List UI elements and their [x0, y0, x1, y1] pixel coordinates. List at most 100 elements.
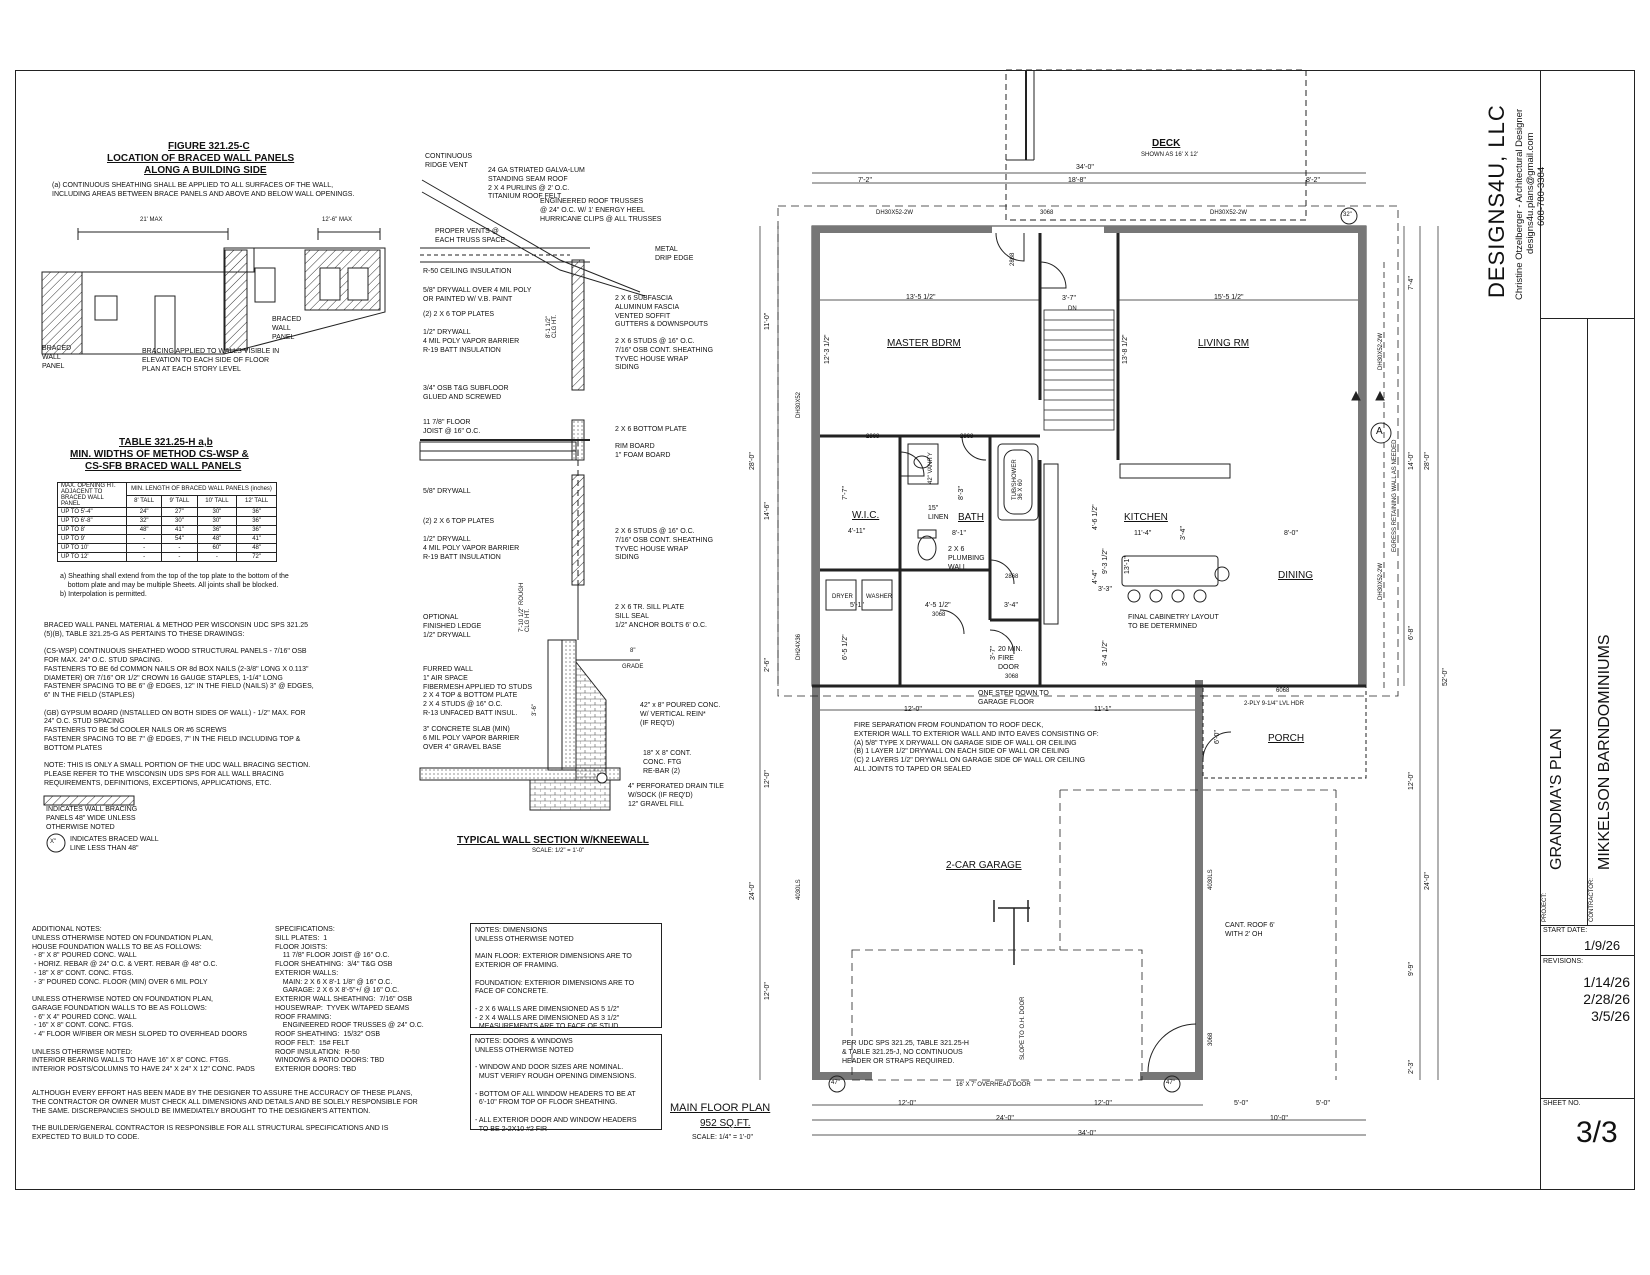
floor-plan-drawing	[43, 69, 1439, 1136]
table-title: TABLE 321.25-H a,b	[119, 437, 213, 448]
dim-bottom-10: 10'-0"	[1270, 1115, 1288, 1122]
lvl-header: 2-PLY 9-1/4" LVL HDR	[1244, 701, 1304, 707]
tb-divider-3	[1540, 955, 1635, 956]
door-tag-3068: 3068	[932, 612, 946, 618]
fire-separation-note: FIRE SEPARATION FROM FOUNDATION TO ROOF …	[854, 722, 1099, 773]
dim-left-12b: 12'-0"	[764, 982, 771, 1000]
ws-drain: 4" PERFORATED DRAIN TILE W/SOCK (IF REQ'…	[628, 783, 724, 808]
table-height-header: 12' TALL	[236, 494, 277, 508]
ws-clg-ht-upper: 8'-1 1/2" CLG HT.	[546, 314, 558, 338]
table-cell: 41"	[236, 534, 277, 544]
dim-bath-w: 8'-1"	[952, 530, 966, 537]
window-tag-right: DH30X52-2W	[1378, 332, 1384, 370]
table-cell: 30"	[161, 516, 198, 526]
bracing-notes: BRACED WALL PANEL MATERIAL & METHOD PER …	[44, 622, 314, 787]
table-row: UP TO 9'-54"48"41"	[57, 534, 277, 544]
dim-top-a: 7'-2"	[858, 177, 872, 184]
project-label: PROJECT:	[1542, 892, 1548, 922]
room-wic: W.I.C.	[852, 510, 880, 521]
vanity-tag: 42" VANITY	[928, 452, 934, 484]
dim-left-11: 11'-0"	[764, 312, 771, 330]
table-row: UP TO 10'--60"48"	[57, 543, 277, 553]
sheet-number-label: SHEET NO.	[1543, 1100, 1581, 1107]
overhead-door: 16' X 7' OVERHEAD DOOR	[956, 1082, 1031, 1088]
revision-date: 2/28/26	[1583, 991, 1630, 1007]
dim-living-h: 13'-8 1/2"	[1122, 334, 1129, 364]
ws-rim: RIM BOARD 1" FOAM BOARD	[615, 443, 671, 459]
table-cell: 27"	[161, 507, 198, 517]
table-footnote: a) Sheathing shall extend from the top o…	[60, 573, 289, 598]
table-cell: 36"	[236, 507, 277, 517]
figure-title: FIGURE 321.25-C	[168, 141, 250, 152]
dim-master-h: 12'-3 1/2"	[824, 334, 831, 364]
start-date: 1/9/26	[1584, 938, 1621, 953]
dim-right-24: 24'-0"	[1424, 872, 1431, 890]
ws-drywall-58: 5/8" DRYWALL	[423, 488, 471, 495]
dim-kit-h6: 4'-4"	[1092, 570, 1099, 584]
braced-wall-table: MAX. OPENING HT. ADJACENT TO BRACED WALL…	[57, 482, 277, 562]
dim-21-max: 21' MAX	[140, 217, 163, 223]
window-tag-right-2: DH30X52-2W	[1378, 562, 1384, 600]
section-marker: A	[1376, 426, 1383, 437]
ws-bottom-plate: 2 X 6 BOTTOM PLATE	[615, 426, 687, 433]
room-garage: 2-CAR GARAGE	[946, 860, 1022, 871]
label-bracing-applied: BRACING APPLIED TO WALLS VISIBLE IN ELEV…	[142, 348, 280, 373]
window-tag-2: DH30X52-2W	[1210, 210, 1248, 216]
dim-bath-h: 8'-3"	[958, 486, 965, 500]
ws-ledge: OPTIONAL FINISHED LEDGE 1/2" DRYWALL	[423, 614, 482, 639]
specifications: SPECIFICATIONS: SILL PLATES: 1 FLOOR JOI…	[275, 926, 424, 1073]
ws-wall-height: 3'-6"	[532, 704, 538, 716]
start-date-label: START DATE:	[1543, 927, 1588, 934]
ws-ceiling-ins: R-50 CEILING INSULATION	[423, 268, 512, 275]
dim-bottom-34: 34'-0"	[1078, 1130, 1096, 1137]
tub-tag: TUB/SHOWER 36 X 60	[1012, 459, 1024, 500]
table-cell: 54"	[161, 534, 198, 544]
label-braced-wall-panel-left: BRACED WALL PANEL	[42, 345, 72, 370]
door-tag-2868a: 2868	[1010, 252, 1016, 266]
garage-window-tag-2: 4030LS	[1208, 869, 1214, 890]
table-cell: -	[161, 552, 198, 562]
room-bath: BATH	[958, 512, 984, 523]
udc-note: PER UDC SPS 321.25, TABLE 321.25-H & TAB…	[842, 1040, 969, 1065]
drawing-sheet-border	[15, 70, 1635, 1190]
plan-area: 952 SQ.FT.	[700, 1118, 751, 1129]
table-cell: 30"	[196, 516, 238, 526]
dim-left-24: 24'-0"	[749, 882, 756, 900]
table-cell: 48"	[236, 543, 277, 553]
dim-garage-a: 12'-0"	[904, 706, 922, 713]
room-living-rm: LIVING RM	[1198, 338, 1250, 349]
figure-subtitle-2: ALONG A BUILDING SIDE	[144, 165, 267, 176]
room-deck: DECK	[1152, 138, 1181, 149]
table-row-label: UP TO 9'	[57, 534, 127, 544]
dim-stair-w: 3'-7"	[1062, 295, 1076, 302]
ws-drywall-vb: 1/2" DRYWALL 4 MIL POLY VAPOR BARRIER R-…	[423, 329, 520, 354]
revision-date: 1/14/26	[1583, 974, 1630, 990]
ws-drywall-vb-2: 1/2" DRYWALL 4 MIL POLY VAPOR BARRIER R-…	[423, 536, 520, 561]
table-row: UP TO 5'-4"24"27"30"36"	[57, 507, 277, 517]
tb-divider-4	[1540, 1098, 1635, 1099]
dim-hall-w: 4'-5 1/2"	[925, 602, 951, 609]
dryer: DRYER	[832, 594, 853, 600]
ws-vents: PROPER VENTS @ EACH TRUSS SPACE	[435, 228, 506, 244]
dim-top-total: 34'-0"	[1076, 164, 1094, 171]
dim-right-12: 12'-0"	[1408, 772, 1415, 790]
project-name: GRANDMA'S PLAN	[1548, 728, 1565, 870]
col-min-length: MIN. LENGTH OF BRACED WALL PANELS (inche…	[126, 482, 277, 496]
ws-fdn-wall: 42" x 8" POURED CONC. W/ VERTICAL REIN* …	[640, 702, 721, 727]
wall-section-title: TYPICAL WALL SECTION W/KNEEWALL	[457, 835, 649, 846]
ws-sill: 2 X 6 TR. SILL PLATE SILL SEAL 1/2" ANCH…	[615, 604, 707, 629]
table-height-header: 10' TALL	[196, 494, 238, 508]
stair-dn: DN	[1068, 306, 1077, 312]
linen-tag: 15" LINEN	[928, 505, 949, 521]
table-cell: 32"	[125, 516, 163, 526]
door-tag-deck: 3068	[1040, 210, 1054, 216]
dim-fire-h: 3'-7"	[990, 646, 997, 660]
dim-top-c: 8'-2"	[1306, 177, 1320, 184]
ws-drip: METAL DRIP EDGE	[655, 246, 694, 262]
cabinetry-note: FINAL CABINETRY LAYOUT TO BE DETERMINED	[1128, 614, 1219, 630]
ws-top-plates: (2) 2 X 6 TOP PLATES	[423, 311, 495, 318]
braced-wall-elevation	[41, 228, 386, 355]
ws-studs-upper: 2 X 6 STUDS @ 16" O.C. 7/16" OSB CONT. S…	[615, 338, 714, 372]
dim-right-2-3: 2'-3"	[1408, 1060, 1415, 1074]
